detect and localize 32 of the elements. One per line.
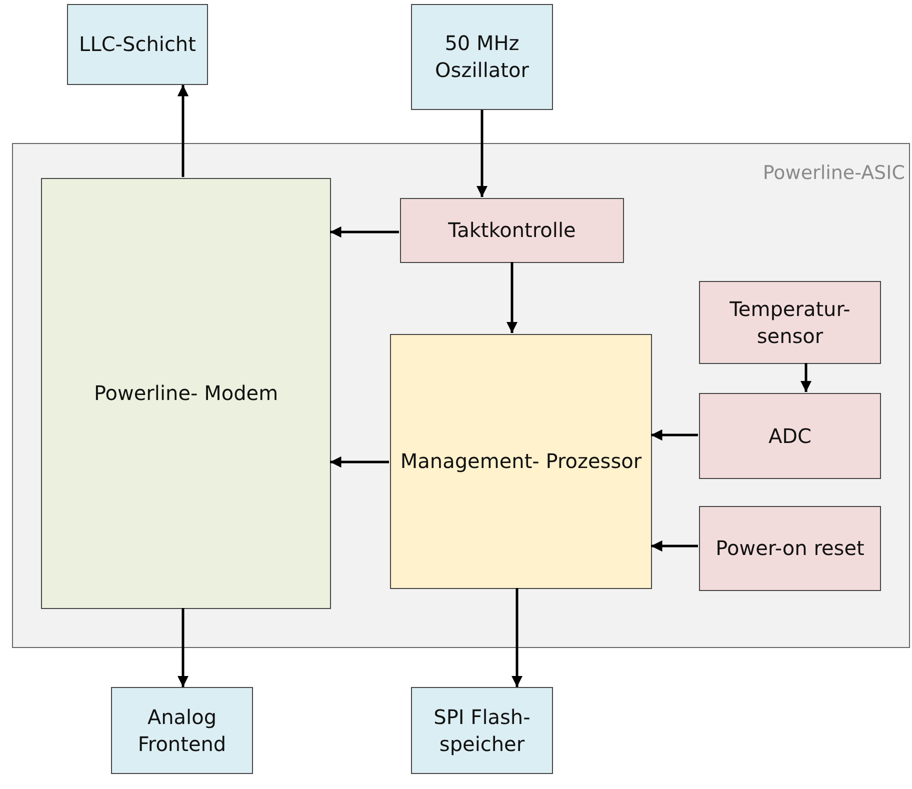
block-box (699, 393, 881, 479)
block-label: Temperatur- sensor (728, 296, 852, 350)
block-box (41, 178, 331, 609)
chip-label: Powerline-ASIC (762, 162, 905, 184)
block-label: LLC-Schicht (78, 31, 197, 58)
block-box (390, 334, 652, 589)
block-label: 50 MHz Oszillator (434, 30, 530, 84)
block-box (699, 281, 881, 364)
arrow (506, 262, 518, 333)
arrow (476, 110, 488, 197)
block-box (411, 687, 553, 774)
block-label: Power-on reset (714, 535, 866, 562)
block-label: Powerline- Modem (92, 380, 280, 407)
block-box (411, 4, 553, 110)
block-label: Analog Frontend (136, 704, 228, 758)
arrow (177, 608, 189, 687)
arrow (330, 226, 399, 238)
block-box (699, 506, 881, 591)
block-label: Management- Prozessor (399, 448, 643, 475)
block-label: ADC (767, 422, 813, 450)
block-box (67, 4, 208, 85)
arrow (651, 429, 698, 441)
block-label: SPI Flash- speicher (432, 704, 532, 758)
block-box (111, 687, 253, 774)
arrow (330, 456, 389, 468)
chip-boundary (12, 143, 910, 648)
arrow (651, 540, 698, 552)
arrow (800, 363, 812, 392)
block-label: Taktkontrolle (447, 217, 577, 244)
block-box (400, 198, 624, 263)
arrow (511, 588, 523, 687)
arrow (177, 85, 189, 177)
